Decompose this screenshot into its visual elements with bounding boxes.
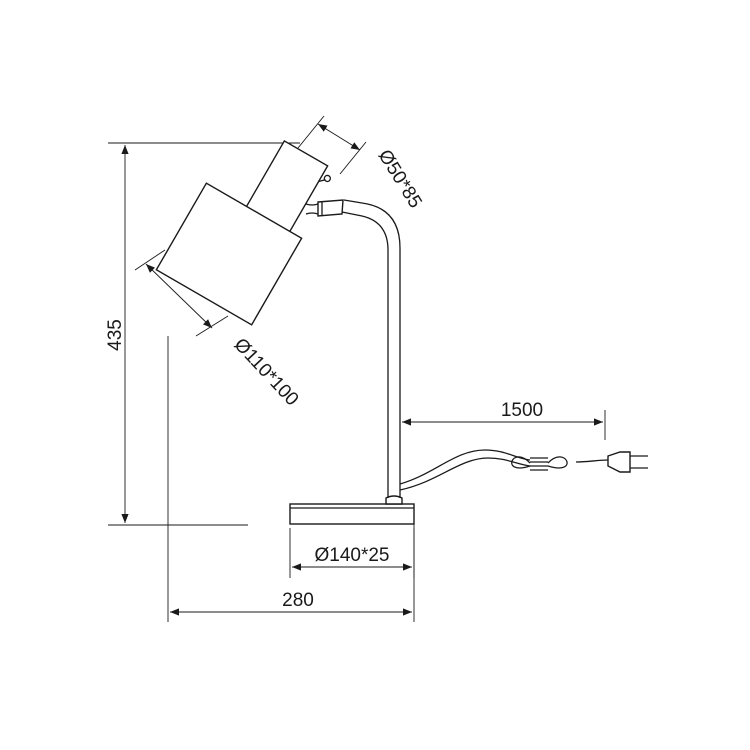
cable-dimension: 1500: [402, 400, 606, 440]
socket-label: Ø50*85: [374, 146, 426, 212]
cable-bundle: [530, 457, 548, 471]
plug-body: [607, 451, 631, 473]
shade-extension-2: [195, 315, 229, 337]
arm-hinge: [305, 203, 319, 215]
socket-extension-1: [297, 115, 325, 149]
stem-right-edge: [343, 199, 401, 498]
shade-dimension-line: [145, 263, 213, 329]
shade-label: Ø110*100: [230, 334, 303, 410]
socket-dimension-line: [317, 123, 361, 151]
lamp-stem: [305, 199, 401, 498]
height-dimension: 435: [105, 142, 300, 526]
cable-label: 1500: [501, 400, 543, 421]
cable: [399, 449, 648, 491]
arm-joint: [317, 199, 344, 217]
cable-loop-left: [511, 456, 531, 469]
cable-wire-lower: [399, 457, 531, 491]
cable-loop-right: [547, 456, 568, 469]
shade-extension-1: [134, 249, 166, 271]
stem-left-edge: [341, 211, 389, 498]
width-dimension: 280: [167, 336, 415, 622]
base-dimension: Ø140*25: [289, 528, 415, 578]
base-label: Ø140*25: [314, 545, 389, 566]
socket-extension-2: [339, 141, 367, 175]
cable-to-plug: [575, 459, 609, 463]
cable-wire-upper: [399, 449, 531, 485]
height-label: 435: [105, 319, 126, 351]
lamp-base: [289, 495, 415, 525]
stem-collar: [385, 495, 403, 505]
socket-switch-knob: [323, 174, 331, 183]
width-label: 280: [282, 590, 314, 611]
base-body: [289, 503, 415, 525]
